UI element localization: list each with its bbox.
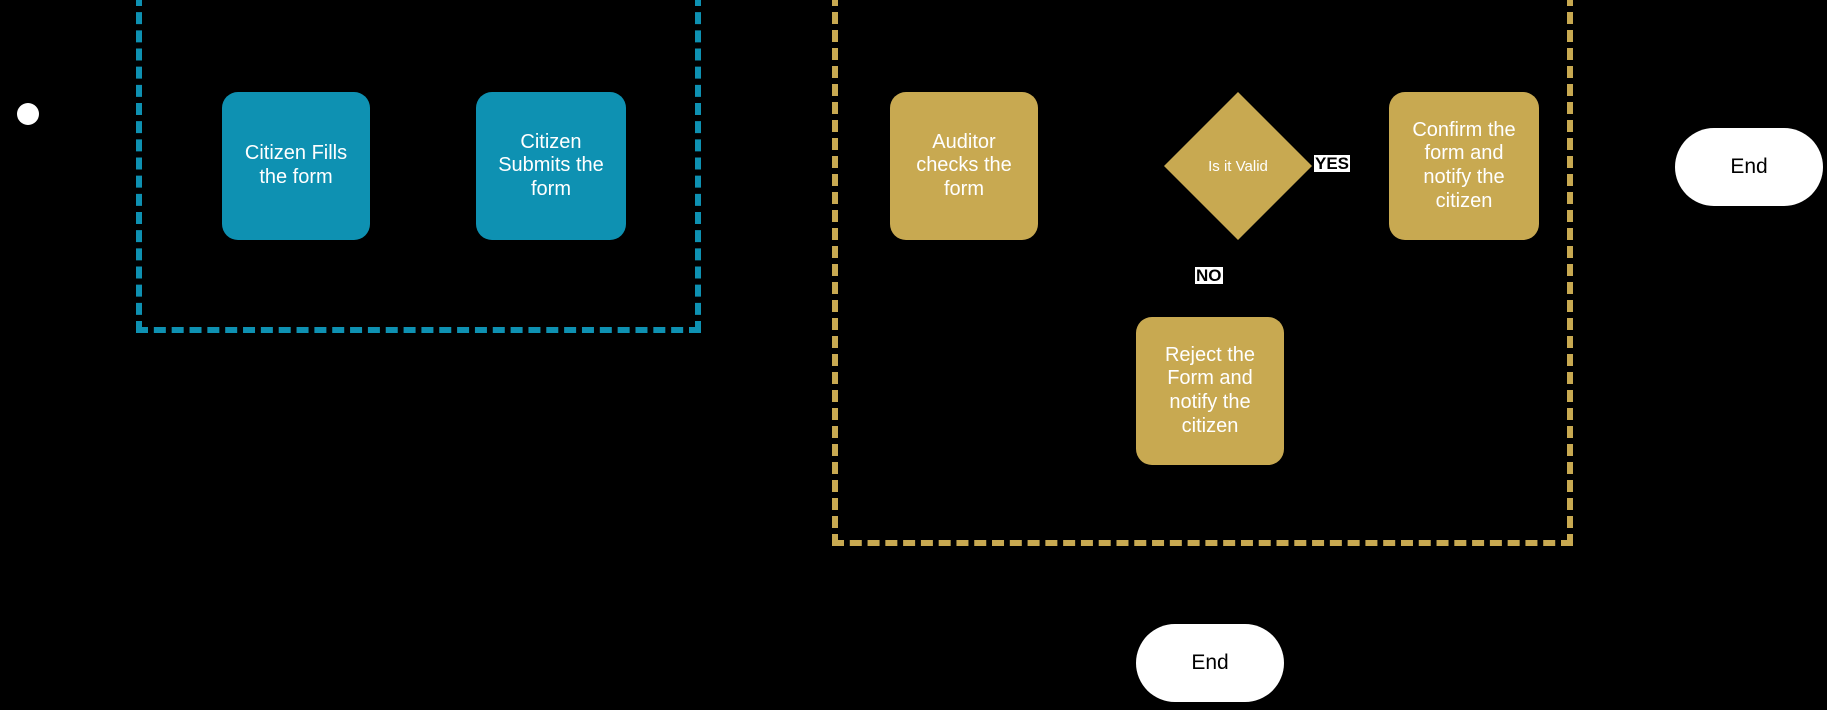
citizen-lane-container [136, 0, 701, 333]
node-reject-the-form[interactable]: Reject the Form and notify the citizen [1136, 317, 1284, 465]
node-is-it-valid[interactable]: Is it Valid [1164, 92, 1312, 240]
end-node-right[interactable]: End [1675, 128, 1823, 206]
edge-label-yes: YES [1314, 154, 1351, 173]
node-citizen-submits-the-form[interactable]: Citizen Submits the form [476, 92, 626, 240]
edge-label-no: NO [1195, 266, 1223, 285]
node-citizen-fills-the-form[interactable]: Citizen Fills the form [222, 92, 370, 240]
node-confirm-the-form[interactable]: Confirm the form and notify the citizen [1389, 92, 1539, 240]
start-node[interactable] [17, 103, 39, 125]
end-node-bottom[interactable]: End [1136, 624, 1284, 702]
node-is-it-valid-label: Is it Valid [1208, 157, 1268, 175]
auditor-lane-container [832, 0, 1573, 546]
node-auditor-checks-the-form[interactable]: Auditor checks the form [890, 92, 1038, 240]
